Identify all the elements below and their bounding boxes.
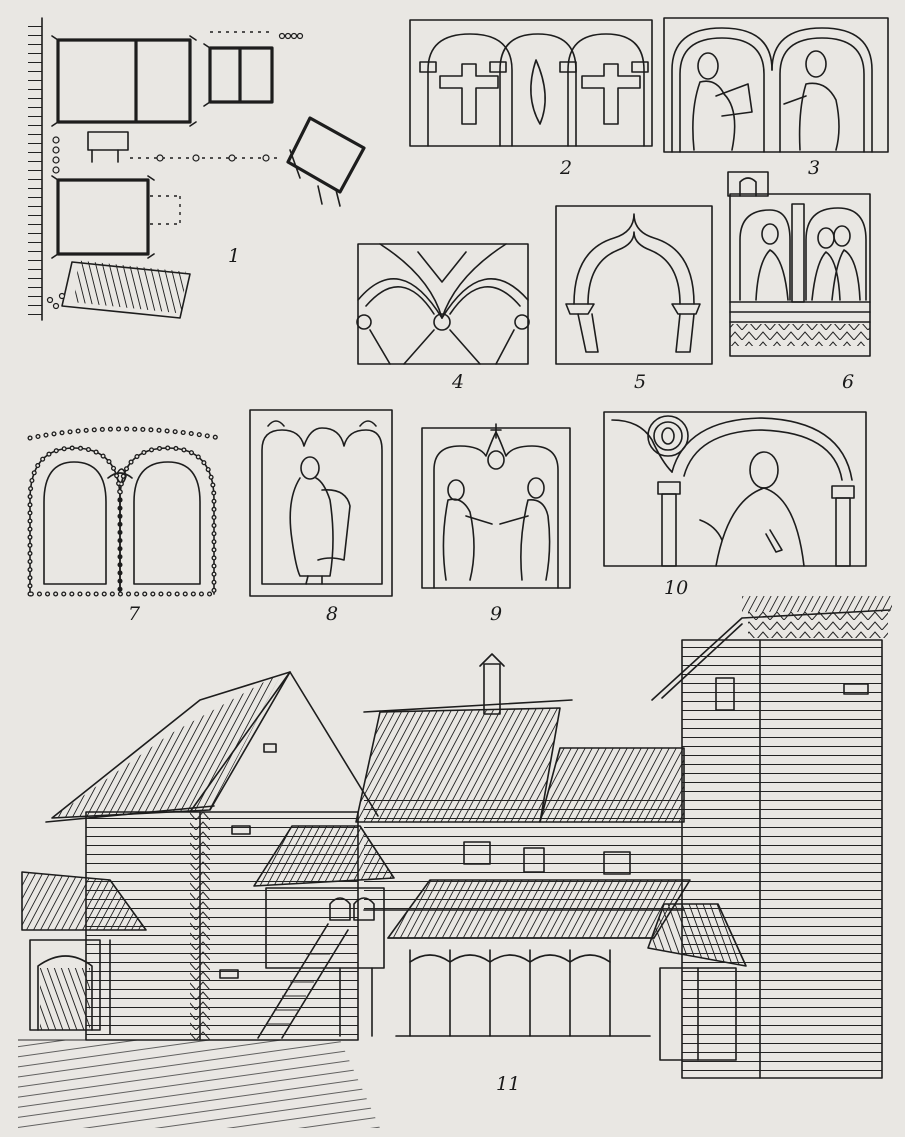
- fig-number-2: 2: [559, 157, 572, 179]
- fig-number-4: 4: [451, 371, 464, 393]
- fig6-figures-balustrade: [727, 171, 871, 357]
- fig7-beaded-arches: [27, 426, 223, 597]
- fig-number-9: 9: [490, 603, 502, 625]
- fig8-standing-figure: [249, 409, 393, 597]
- fig-number-11: 11: [496, 1073, 520, 1095]
- fig3-two-figures: [663, 17, 889, 153]
- fig10-arcade-figure: [603, 411, 867, 567]
- fig11-wooden-complex: [18, 596, 892, 1128]
- fig1-site-plan: [28, 17, 366, 321]
- fig-number-8: 8: [326, 603, 338, 625]
- fig-number-3: 3: [808, 157, 820, 179]
- fig-number-5: 5: [634, 371, 646, 393]
- fig9-two-figures: [421, 423, 571, 589]
- fig-number-7: 7: [128, 603, 141, 625]
- fig-number-6: 6: [842, 371, 854, 393]
- fig2-arcade-crosses: [409, 19, 653, 147]
- fig-number-10: 10: [664, 577, 688, 599]
- figure-number-labels: 1 2 3 4 5 6 7 8 9 10 11: [128, 157, 854, 1095]
- fig4-interlaced-arches: [356, 243, 530, 365]
- fig5-ogee-arch: [555, 205, 713, 365]
- fig-number-1: 1: [228, 245, 240, 267]
